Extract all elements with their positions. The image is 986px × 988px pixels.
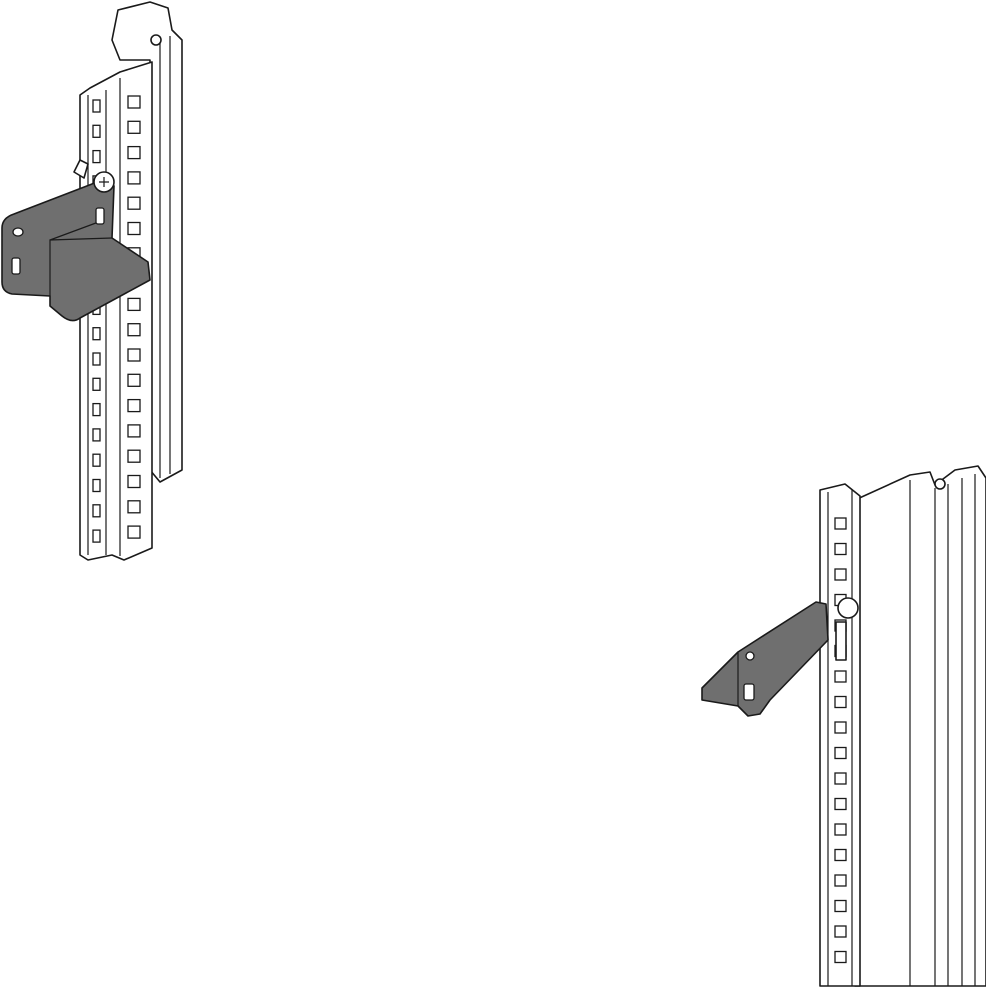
rail-square-hole: [127, 348, 141, 362]
left-bracket-slot: [95, 207, 105, 225]
rail-square-hole: [127, 424, 141, 438]
rail-square-hole: [92, 352, 101, 366]
right-mounting-bracket: [701, 597, 859, 717]
rail-square-hole: [834, 823, 847, 836]
rail-square-hole: [834, 950, 847, 964]
right-bracket-slot: [743, 683, 755, 701]
right-rail-profile-hole: [934, 478, 946, 490]
rail-square-hole: [92, 453, 101, 467]
rail-square-hole: [127, 171, 141, 185]
rail-square-hole: [834, 695, 847, 709]
left-bracket-hole: [12, 227, 24, 237]
rail-square-hole: [834, 542, 847, 556]
rail-square-hole: [92, 504, 101, 518]
rail-square-hole: [92, 99, 101, 113]
rail-square-hole: [834, 746, 847, 760]
rail-square-hole: [127, 449, 141, 463]
rail-square-hole: [127, 373, 141, 387]
rail-square-hole: [92, 377, 101, 391]
rail-square-hole: [127, 398, 141, 413]
rail-square-hole: [92, 124, 101, 138]
right-rail-front-edge: [827, 490, 853, 986]
right-rack-rail: [819, 465, 986, 987]
rail-square-hole: [834, 670, 847, 683]
rail-square-hole: [834, 797, 847, 811]
left-rail-profile: [111, 1, 183, 483]
rail-square-hole: [834, 517, 847, 530]
rail-square-hole: [127, 297, 141, 312]
rail-square-hole: [92, 149, 101, 164]
left-bracket-bend: [49, 219, 113, 296]
screw: [835, 597, 859, 661]
rail-square-hole: [127, 474, 141, 489]
rail-square-hole: [834, 721, 847, 734]
rail-square-hole: [92, 529, 101, 543]
left-bracket-slot: [11, 257, 21, 275]
left-rack-rail: [79, 1, 183, 561]
rail-square-hole: [834, 568, 847, 581]
rail-square-hole: [834, 899, 847, 913]
left-rail-profile-edge: [159, 36, 171, 478]
rail-square-hole: [834, 772, 847, 785]
rail-square-hole: [127, 500, 141, 514]
rail-square-hole: [834, 848, 847, 862]
rail-square-hole: [92, 478, 101, 493]
screw: [73, 159, 115, 193]
rail-square-hole: [127, 95, 141, 109]
rail-square-hole: [92, 402, 101, 417]
rail-square-hole: [92, 327, 101, 341]
right-bracket-hole: [745, 651, 755, 661]
left-mounting-bracket: [1, 159, 151, 322]
rail-square-hole: [127, 120, 141, 134]
right-rail-profile: [854, 465, 986, 987]
rail-square-hole: [127, 221, 141, 236]
left-rail-profile-hole: [150, 34, 162, 46]
right-rail-profile-edge: [909, 474, 976, 986]
rail-square-hole: [127, 145, 141, 160]
rail-square-hole: [834, 874, 847, 887]
rail-square-hole: [92, 428, 101, 442]
rail-square-hole: [127, 196, 141, 210]
rail-square-hole: [834, 925, 847, 938]
rail-square-hole: [127, 323, 141, 337]
rail-square-hole: [127, 525, 141, 539]
left-rail-front-edge: [87, 78, 121, 556]
